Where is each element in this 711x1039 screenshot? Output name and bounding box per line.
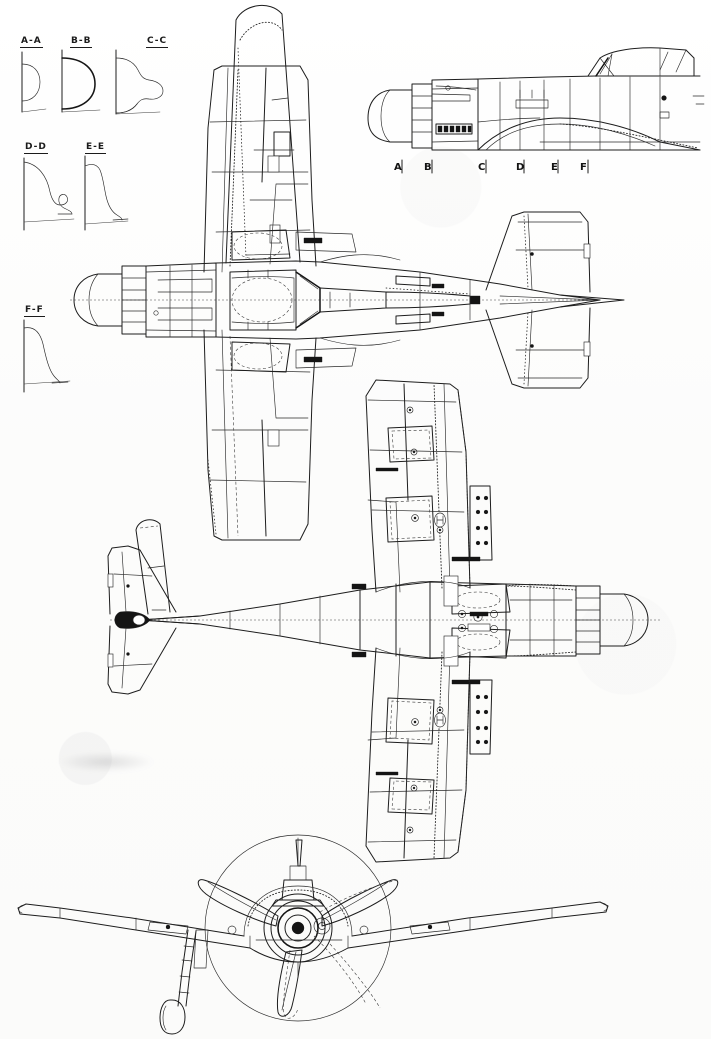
view-plan-bottom xyxy=(107,379,660,863)
section-label-C-C: C-C xyxy=(146,36,169,48)
station-label-A: A xyxy=(394,162,402,173)
station-tick-marks xyxy=(401,159,589,174)
section-label-F-F: F-F xyxy=(24,305,45,317)
view-side-profile xyxy=(367,47,705,151)
section-label-B-B: B-B xyxy=(70,36,93,48)
cross-section-E-E xyxy=(84,155,129,231)
station-label-B: B xyxy=(424,162,432,173)
view-plan-top xyxy=(70,5,625,541)
station-label-C: C xyxy=(478,162,486,173)
station-label-E: E xyxy=(551,162,558,173)
cross-section-B-B xyxy=(61,49,101,113)
cross-section-A-A xyxy=(21,51,47,113)
cross-section-C-C xyxy=(115,49,164,115)
view-front-elevation xyxy=(17,834,609,1035)
section-label-E-E: E-E xyxy=(85,142,107,154)
cross-section-D-D xyxy=(23,157,75,231)
cross-section-F-F xyxy=(23,319,71,393)
station-label-D: D xyxy=(516,162,525,173)
section-label-D-D: D-D xyxy=(24,142,48,154)
station-label-F: F xyxy=(580,162,587,173)
section-label-A-A: A-A xyxy=(20,36,43,48)
